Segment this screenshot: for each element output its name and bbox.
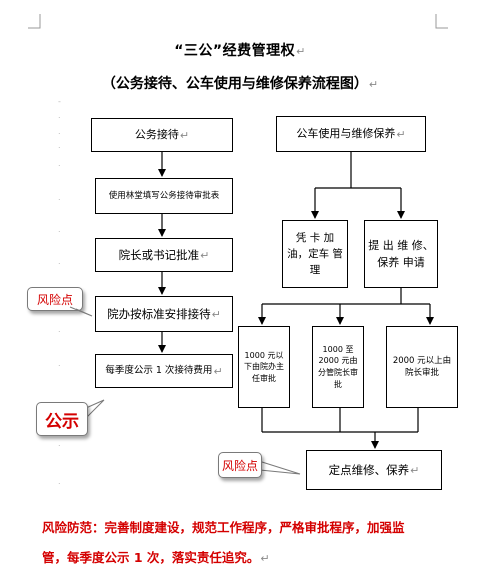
page-subtitle: （公务接待、公车使用与维修保养流程图）↵ xyxy=(0,73,480,93)
box-label: 每季度公示 1 次接待费用 xyxy=(105,365,213,377)
margin-mark: - xyxy=(58,97,61,106)
margin-mark: . xyxy=(58,225,61,234)
callout-public: 公示 xyxy=(36,402,88,436)
margin-mark: . xyxy=(58,359,61,368)
title-line-1: “三公”经费管理权 xyxy=(174,43,296,59)
margin-mark: . xyxy=(58,159,61,168)
box-tier-1000-2000: 1000 至 2000 元由分管院长审批 xyxy=(312,326,364,408)
box-label: 凭 卡 加 油，定车 管理 xyxy=(287,231,343,277)
box-fuel-card-management: 凭 卡 加 油，定车 管理 xyxy=(282,220,348,288)
callout-risk-point-left: 风险点 xyxy=(27,287,83,311)
paragraph-mark-icon: ↵ xyxy=(296,45,306,58)
callout-risk-point-bottom: 风险点 xyxy=(218,452,262,478)
box-label: 院办按标准安排接待 xyxy=(107,306,211,321)
margin-mark: . xyxy=(58,257,61,266)
margin-mark: . xyxy=(58,193,61,202)
paragraph-mark-icon: ↵ xyxy=(211,307,221,321)
callout-label: 风险点 xyxy=(221,458,258,473)
box-label: 1000 至 2000 元由分管院长审批 xyxy=(318,344,358,389)
box-label: 使用林堂填写公务接待审批表 xyxy=(108,190,220,201)
risk-prevention-note-line-2: 管，每季度公示 1 次，落实责任追究。↵ xyxy=(42,547,462,566)
callout-label: 风险点 xyxy=(36,292,73,307)
margin-mark: . xyxy=(58,439,61,448)
box-label: 公务接待 xyxy=(134,128,179,142)
box-label: 1000 元以下由院办主任审批 xyxy=(244,350,284,383)
margin-mark: . xyxy=(58,141,61,150)
callout-label: 公示 xyxy=(45,411,79,432)
paragraph-mark-icon: ↵ xyxy=(368,78,379,91)
paragraph-mark-icon: ↵ xyxy=(396,127,406,141)
title-line-2: （公务接待、公车使用与维修保养流程图） xyxy=(101,76,368,92)
margin-mark: . xyxy=(58,477,61,486)
paragraph-mark-icon: ↵ xyxy=(179,128,190,142)
box-tier-over-2000: 2000 元以上由院长审批 xyxy=(386,326,458,408)
margin-mark: . xyxy=(58,127,61,136)
risk-prevention-note-line-1: 风险防范：完善制度建设，规范工作程序，严格审批程序，加强监 xyxy=(42,517,462,536)
box-arrange-reception: 院办按标准安排接待↵ xyxy=(95,296,233,332)
box-designated-repair: 定点维修、保养↵ xyxy=(306,450,442,490)
box-label: 提 出 维 修、保养 申请 xyxy=(368,238,434,269)
box-repair-request: 提 出 维 修、保养 申请 xyxy=(364,220,438,288)
box-label: 公车使用与维修保养 xyxy=(296,127,396,141)
note-text: 管，每季度公示 1 次，落实责任追究。 xyxy=(42,550,260,565)
box-official-reception: 公务接待↵ xyxy=(91,118,233,152)
box-quarterly-disclosure: 每季度公示 1 次接待费用↵ xyxy=(95,354,233,388)
box-fill-approval-form: 使用林堂填写公务接待审批表 xyxy=(95,178,233,214)
box-label: 院长或书记批准 xyxy=(118,247,200,262)
paragraph-mark-icon: ↵ xyxy=(410,463,420,477)
box-vehicle-use-maintenance: 公车使用与维修保养↵ xyxy=(276,116,426,152)
margin-mark: . xyxy=(58,325,61,334)
paragraph-mark-icon: ↵ xyxy=(213,364,223,378)
box-tier-under-1000: 1000 元以下由院办主任审批 xyxy=(238,326,290,408)
paragraph-mark-icon: ↵ xyxy=(260,552,270,565)
margin-mark: . xyxy=(58,111,61,120)
box-label: 定点维修、保养 xyxy=(328,462,410,477)
margin-mark: . xyxy=(58,398,61,406)
page-title: “三公”经费管理权↵ xyxy=(0,40,480,60)
note-text: 风险防范：完善制度建设，规范工作程序，严格审批程序，加强监 xyxy=(42,520,405,535)
box-president-approval: 院长或书记批准↵ xyxy=(95,238,233,272)
box-label: 2000 元以上由院长审批 xyxy=(392,355,452,378)
paragraph-mark-icon: ↵ xyxy=(200,248,210,262)
